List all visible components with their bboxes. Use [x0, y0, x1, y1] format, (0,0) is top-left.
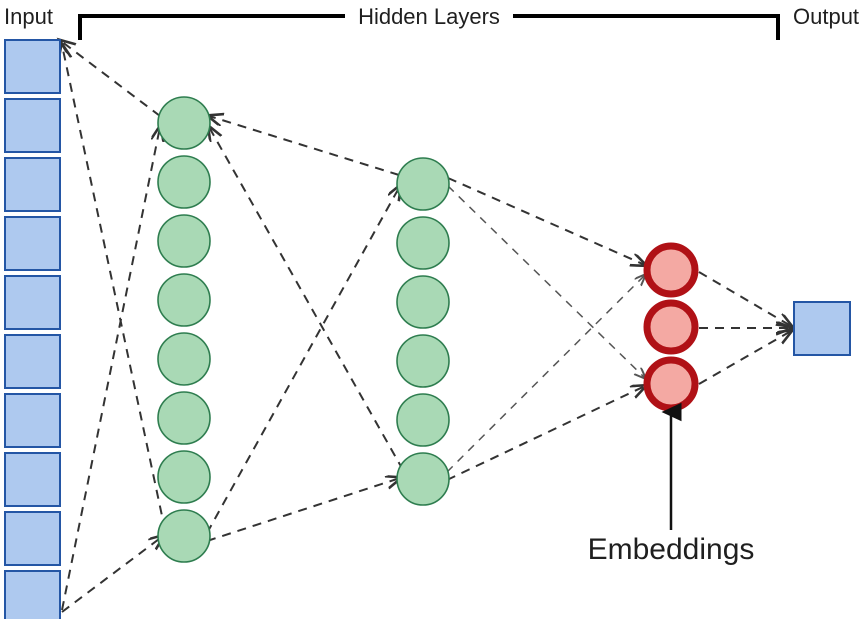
hidden-layers-bracket: [78, 14, 780, 40]
input-node: [4, 98, 61, 153]
hidden-layer-2-node: [396, 275, 450, 329]
connection-line: [446, 275, 645, 473]
input-node: [4, 334, 61, 389]
bracket-right-segment: [513, 14, 780, 40]
input-node: [4, 39, 61, 94]
input-node: [4, 216, 61, 271]
input-layer: [4, 39, 61, 619]
hidden-layer-1-node: [157, 391, 211, 445]
embeddings-annotation: Embeddings: [588, 402, 755, 566]
connection-line: [61, 41, 161, 117]
output-label: Output: [793, 4, 859, 29]
hidden-layer-1-node: [157, 450, 211, 504]
hidden-layers-label: Hidden Layers: [358, 4, 500, 29]
output-layer: [793, 301, 851, 356]
hidden-layer-1-node: [157, 214, 211, 268]
connection-line: [61, 536, 163, 613]
connections-embeddings-to-output: [698, 271, 791, 385]
input-node: [4, 393, 61, 448]
hidden-layer-2-node: [396, 452, 450, 506]
bracket-left-segment: [78, 14, 345, 40]
embedding-node: [643, 299, 699, 355]
embedding-layer: [643, 242, 699, 412]
connection-line: [698, 271, 791, 326]
embeddings-annotation-label: Embeddings: [588, 533, 755, 566]
input-node: [4, 511, 61, 566]
embedding-node: [643, 356, 699, 412]
connection-line: [698, 331, 791, 385]
output-node: [793, 301, 851, 356]
connection-line: [206, 478, 400, 542]
input-node: [4, 275, 61, 330]
hidden-layer-1: [157, 96, 211, 563]
hidden-layer-2-node: [396, 334, 450, 388]
input-label: Input: [4, 4, 53, 29]
connection-line: [61, 127, 160, 611]
connections-hidden2-to-embeddings: [446, 177, 645, 481]
hidden-layer-2-node: [396, 157, 450, 211]
connections-hidden1-to-hidden2: [206, 116, 404, 542]
embedding-node: [643, 242, 699, 298]
hidden-layer-1-node: [157, 155, 211, 209]
input-node: [4, 157, 61, 212]
hidden-layer-1-node: [157, 332, 211, 386]
connections-input-to-hidden1: [61, 41, 166, 613]
input-node: [4, 452, 61, 507]
connection-line: [209, 127, 404, 471]
input-node: [4, 570, 61, 619]
hidden-layer-1-node: [157, 273, 211, 327]
connection-line: [62, 45, 166, 531]
hidden-layer-2-node: [396, 216, 450, 270]
connection-line: [447, 177, 645, 265]
hidden-layer-1-node: [157, 96, 211, 150]
connection-line: [209, 116, 400, 176]
connection-line: [447, 185, 645, 378]
connection-line: [206, 186, 400, 534]
hidden-layer-2-node: [396, 393, 450, 447]
hidden-layer-1-node: [157, 509, 211, 563]
connection-line: [446, 386, 645, 481]
hidden-layer-2: [396, 157, 450, 506]
